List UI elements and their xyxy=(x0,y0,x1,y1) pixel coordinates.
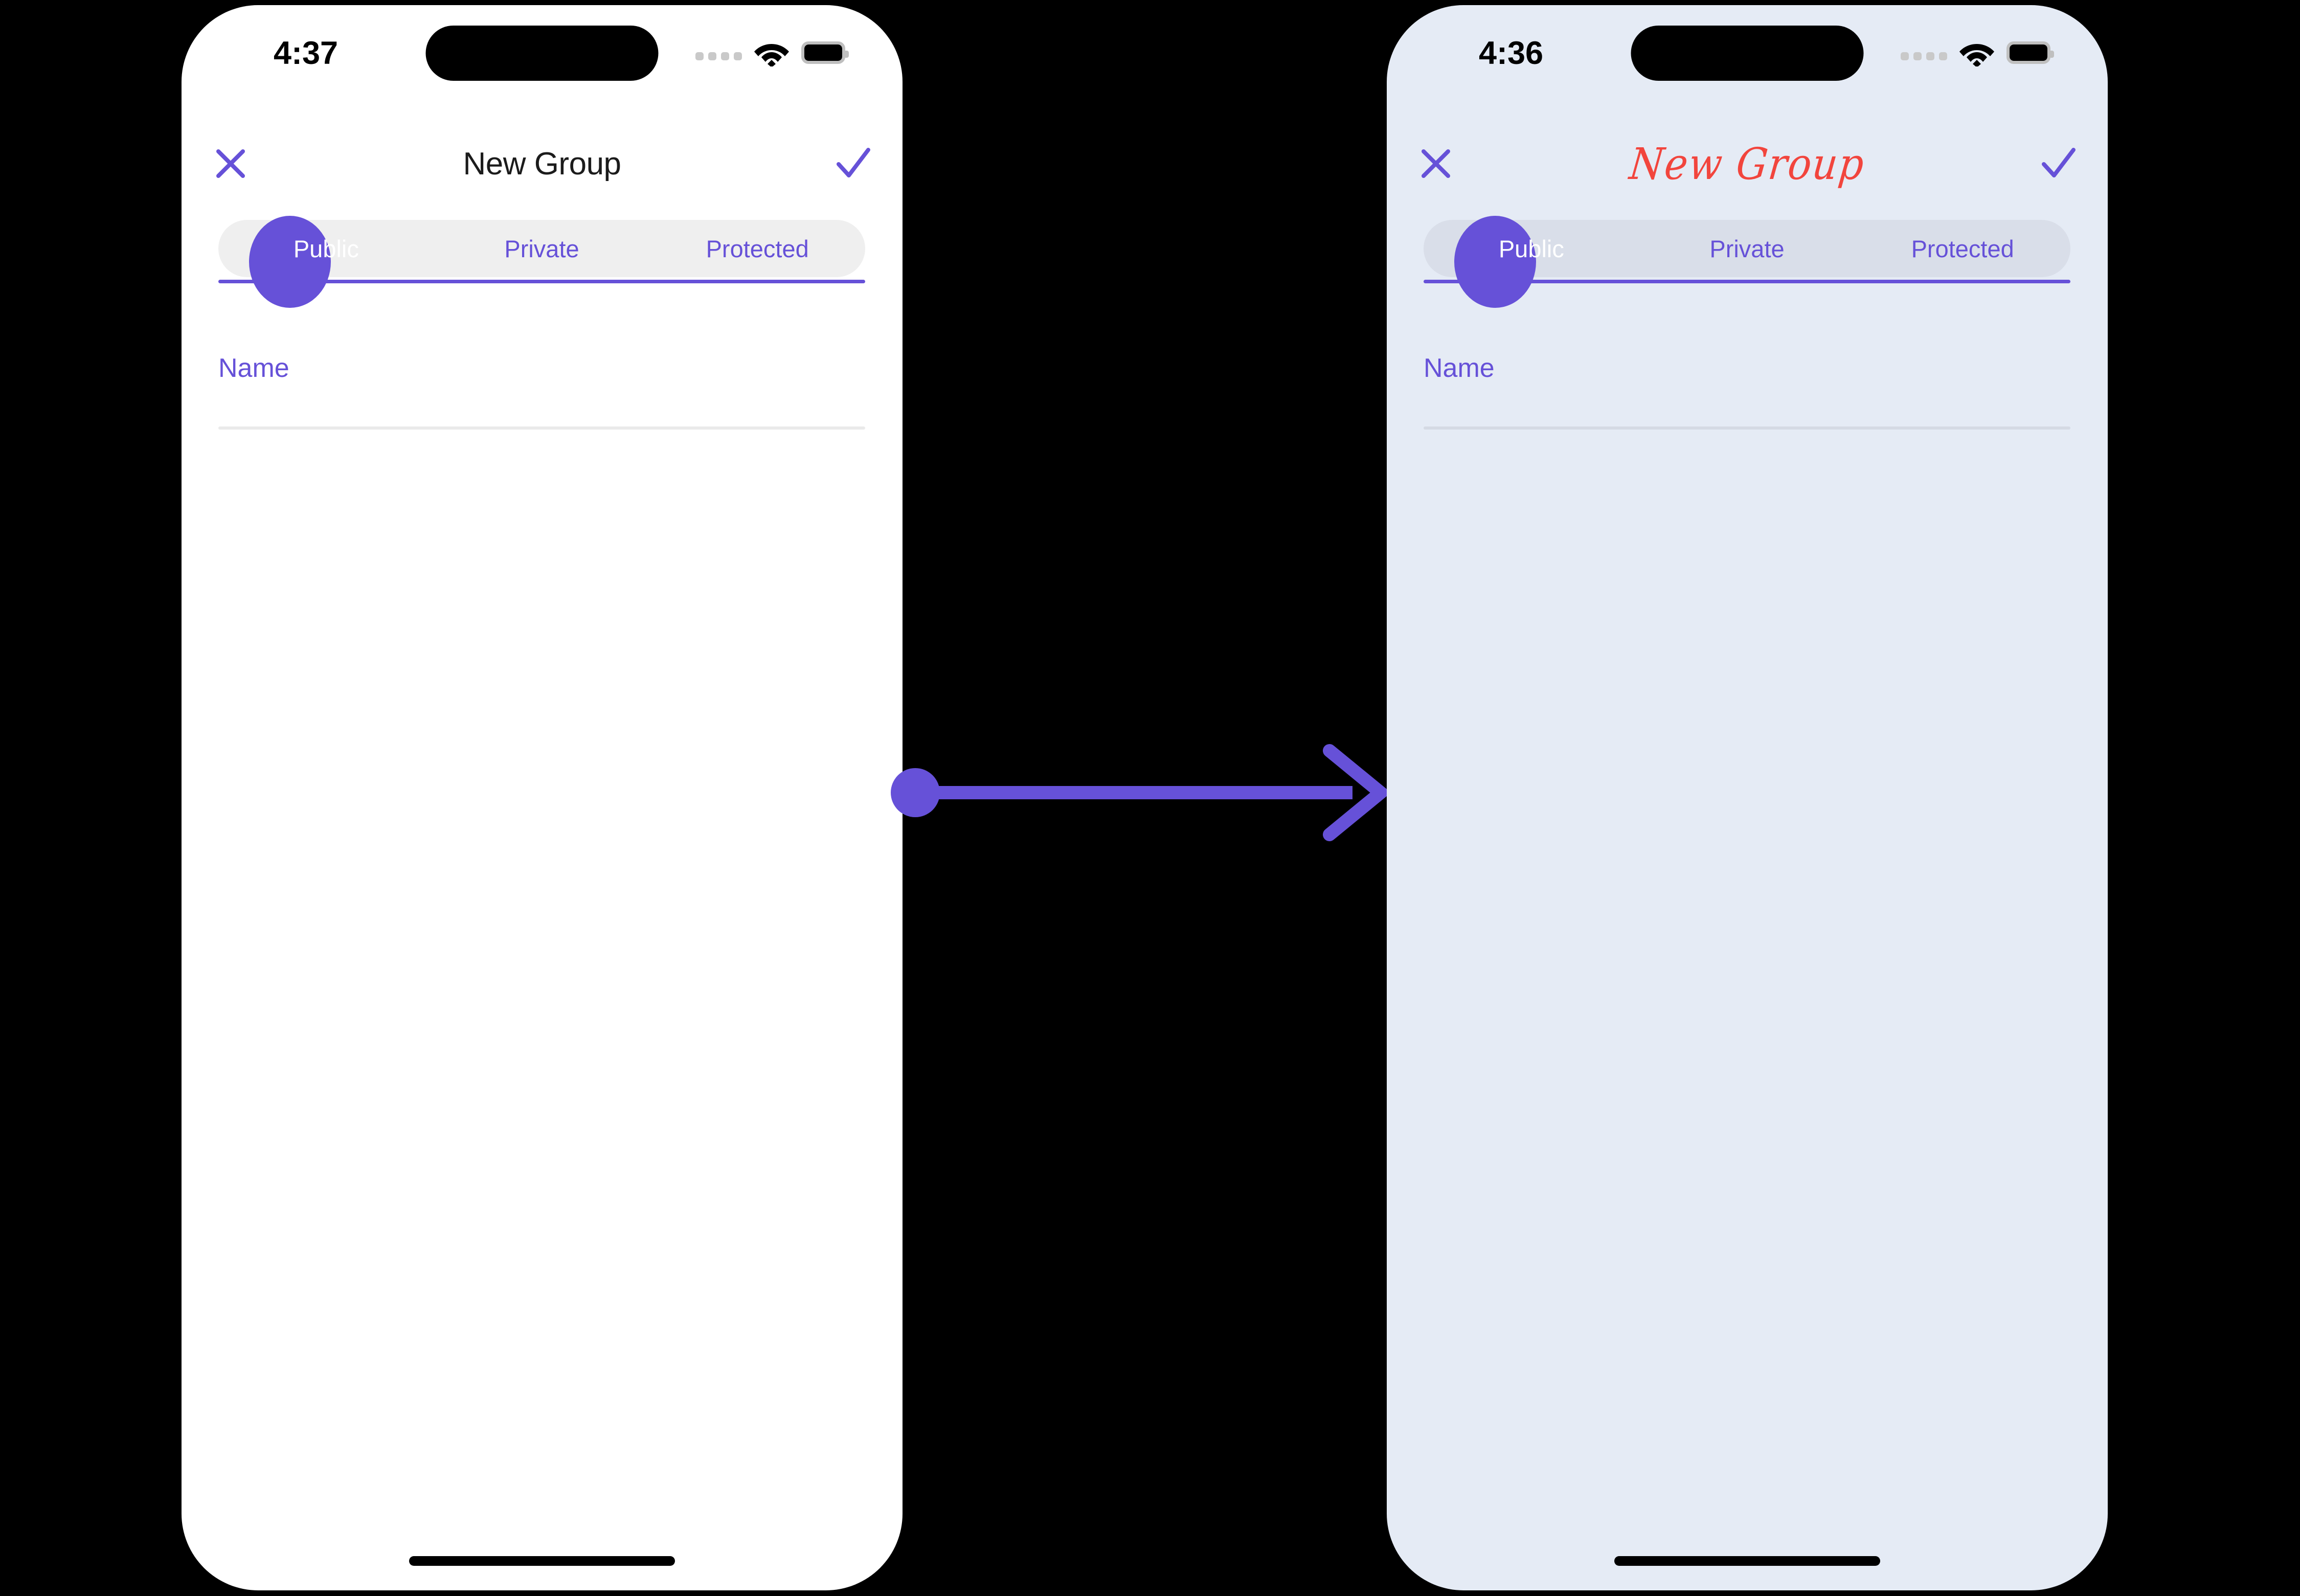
navigation-bar: New Group xyxy=(1387,133,2108,194)
status-bar: 4:37 xyxy=(182,5,903,95)
right-arrow-icon xyxy=(890,741,1391,844)
phone-screen-before: 4:37 xyxy=(182,5,903,1590)
status-bar: 4:36 xyxy=(1387,5,2108,95)
wifi-icon xyxy=(1958,39,1995,66)
close-x-icon[interactable] xyxy=(1405,133,1467,194)
cellular-dots-icon xyxy=(1901,52,1947,60)
phone-screen-after: 4:36 xyxy=(1387,5,2108,1590)
status-bar-clock: 4:37 xyxy=(274,35,339,71)
page-title: New Group xyxy=(1627,138,1867,189)
dynamic-island xyxy=(1631,26,1864,81)
name-field[interactable]: Name xyxy=(1424,343,2070,430)
status-bar-indicators xyxy=(1901,39,2054,66)
visibility-segmented-control[interactable]: Public Private Protected xyxy=(1424,216,2070,308)
name-field-label: Name xyxy=(218,353,289,383)
page-title: New Group xyxy=(463,146,621,182)
battery-icon xyxy=(801,41,849,64)
segmented-selection-indicator xyxy=(249,216,331,308)
close-x-icon[interactable] xyxy=(200,133,261,194)
name-field-underline xyxy=(218,426,865,430)
battery-icon xyxy=(2006,41,2054,64)
navigation-bar: New Group xyxy=(182,133,903,194)
segment-protected[interactable]: Protected xyxy=(706,235,809,262)
name-field-underline xyxy=(1424,426,2070,430)
checkmark-icon[interactable] xyxy=(2028,133,2089,194)
status-bar-clock: 4:36 xyxy=(1479,35,1544,71)
wifi-icon xyxy=(753,39,790,66)
home-indicator xyxy=(1614,1556,1880,1566)
segmented-underline xyxy=(1424,280,2070,283)
home-indicator xyxy=(409,1556,675,1566)
status-bar-indicators xyxy=(695,39,849,66)
checkmark-icon[interactable] xyxy=(823,133,884,194)
name-field-label: Name xyxy=(1424,353,1495,383)
name-field[interactable]: Name xyxy=(218,343,865,430)
cellular-dots-icon xyxy=(695,52,742,60)
dynamic-island xyxy=(425,26,659,81)
visibility-segmented-control[interactable]: Public Private Protected xyxy=(218,216,865,308)
segment-private[interactable]: Private xyxy=(1709,235,1785,262)
segment-public[interactable]: Public xyxy=(1498,235,1564,262)
segment-protected[interactable]: Protected xyxy=(1911,235,2014,262)
segment-private[interactable]: Private xyxy=(504,235,579,262)
segmented-underline xyxy=(218,280,865,283)
segment-public[interactable]: Public xyxy=(293,235,359,262)
segmented-selection-indicator xyxy=(1454,216,1536,308)
